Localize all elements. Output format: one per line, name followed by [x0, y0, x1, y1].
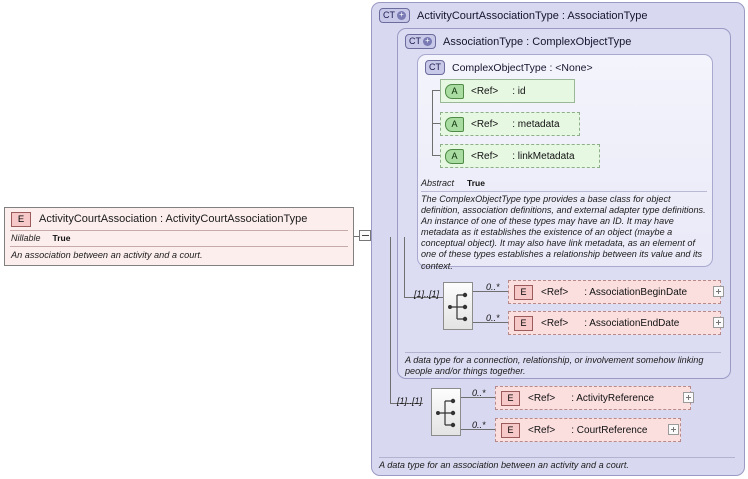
- sequence1-trunk: [404, 237, 405, 298]
- element-nillable-value: True: [52, 233, 71, 243]
- sequence2-lead: [390, 403, 423, 404]
- attribute-badge-icon: A: [445, 148, 464, 164]
- element-title: ActivityCourtAssociation : ActivityCourt…: [39, 213, 308, 225]
- attribute-branch-3: [432, 155, 441, 156]
- sequence-glyph: [448, 292, 468, 322]
- attribute-tree-trunk: [432, 90, 433, 155]
- expand-plus-icon[interactable]: +: [423, 37, 432, 46]
- element-ref-name: : ActivityReference: [571, 392, 655, 404]
- element-ref-label: <Ref>: [528, 424, 556, 436]
- element-ref-name: : AssociationBeginDate: [584, 286, 688, 298]
- collapse-toggle-button[interactable]: [359, 230, 371, 241]
- abstract-divider: [421, 191, 707, 192]
- attribute-badge-icon: A: [445, 83, 464, 99]
- outer-panel-doc-divider: [379, 457, 735, 458]
- sequence-glyph: [436, 398, 456, 428]
- attribute-row[interactable]: A <Ref> : id: [440, 79, 575, 103]
- attribute-row[interactable]: A <Ref> : linkMetadata: [440, 144, 600, 168]
- sequence1-branch-1: [473, 291, 508, 292]
- expand-element-button[interactable]: [713, 286, 724, 297]
- element-ref-label: <Ref>: [528, 392, 556, 404]
- sequence2-occurrence: [1]..[1]: [397, 396, 423, 406]
- middle-panel-doc-divider: [405, 352, 721, 353]
- middle-panel-title: AssociationType : ComplexObjectType: [443, 35, 632, 48]
- element-ref-name: : CourtReference: [571, 424, 648, 436]
- complex-type-badge-icon[interactable]: CT: [425, 60, 445, 75]
- sequence-compositor-icon[interactable]: [443, 282, 473, 330]
- inner-panel-documentation: The ComplexObjectType type provides a ba…: [421, 194, 706, 271]
- sequence2-branch-2: [461, 429, 495, 430]
- connector-element-to-toggle: [354, 236, 359, 237]
- outer-panel-header: CT + ActivityCourtAssociationType : Asso…: [372, 3, 744, 23]
- cardinality-label: 0..*: [472, 420, 486, 430]
- element-ref-row[interactable]: E <Ref> : AssociationBeginDate: [508, 280, 721, 304]
- attribute-ref-label: <Ref>: [471, 150, 499, 162]
- ct-badge-label: CT: [429, 62, 441, 72]
- element-badge-icon: E: [514, 315, 533, 331]
- attribute-badge-icon: A: [445, 116, 464, 132]
- element-ref-label: <Ref>: [541, 317, 569, 329]
- element-nillable-label: Nillable: [11, 233, 41, 243]
- element-divider-top: [10, 230, 348, 231]
- element-divider-bottom: [10, 246, 348, 247]
- inner-panel-abstract-block: Abstract True The ComplexObjectType type…: [421, 178, 707, 272]
- attribute-name: : linkMetadata: [512, 150, 575, 162]
- attribute-branch-2: [432, 123, 441, 124]
- element-ref-label: <Ref>: [541, 286, 569, 298]
- inner-panel-title: ComplexObjectType : <None>: [452, 61, 593, 74]
- expand-element-button[interactable]: [683, 392, 694, 403]
- inner-panel-header: CT ComplexObjectType : <None>: [418, 55, 712, 75]
- abstract-label: Abstract: [421, 178, 455, 188]
- attribute-name: : id: [512, 85, 526, 97]
- attribute-ref-label: <Ref>: [471, 85, 499, 97]
- middle-panel-documentation: A data type for a connection, relationsh…: [405, 355, 704, 377]
- sequence2-branch-1: [461, 397, 495, 398]
- attribute-name: : metadata: [512, 118, 560, 130]
- element-ref-row[interactable]: E <Ref> : ActivityReference: [495, 386, 691, 410]
- element-ref-row[interactable]: E <Ref> : AssociationEndDate: [508, 311, 721, 335]
- middle-panel-header: CT + AssociationType : ComplexObjectType: [398, 29, 730, 49]
- sequence1-branch-2: [473, 322, 508, 323]
- element-header: E ActivityCourtAssociation : ActivityCou…: [5, 208, 353, 230]
- element-badge-icon: E: [11, 211, 31, 227]
- element-badge-icon: E: [501, 390, 520, 406]
- element-badge-icon: E: [514, 284, 533, 300]
- element-ref-row[interactable]: E <Ref> : CourtReference: [495, 418, 681, 442]
- ct-badge-label: CT: [409, 36, 421, 46]
- element-nillable-property: Nillable True: [5, 231, 353, 246]
- element-ref-name: : AssociationEndDate: [584, 317, 680, 329]
- outer-panel-documentation: A data type for an association between a…: [379, 460, 629, 470]
- complex-type-badge-icon[interactable]: CT +: [379, 8, 410, 23]
- sequence-compositor-icon[interactable]: [431, 388, 461, 436]
- cardinality-label: 0..*: [472, 388, 486, 398]
- expand-element-button[interactable]: [668, 424, 679, 435]
- abstract-property: Abstract True: [421, 178, 707, 190]
- ct-badge-label: CT: [383, 10, 395, 20]
- complex-type-badge-icon[interactable]: CT +: [405, 34, 436, 49]
- expand-element-button[interactable]: [713, 317, 724, 328]
- attribute-ref-label: <Ref>: [471, 118, 499, 130]
- attribute-row[interactable]: A <Ref> : metadata: [440, 112, 580, 136]
- sequence2-trunk: [390, 237, 391, 404]
- sequence1-lead: [404, 297, 443, 298]
- element-badge-icon: E: [501, 422, 520, 438]
- element-activity-court-association[interactable]: E ActivityCourtAssociation : ActivityCou…: [4, 207, 354, 266]
- attribute-branch-1: [432, 90, 441, 91]
- cardinality-label: 0..*: [486, 313, 500, 323]
- cardinality-label: 0..*: [486, 282, 500, 292]
- abstract-value: True: [467, 178, 485, 188]
- outer-panel-title: ActivityCourtAssociationType : Associati…: [417, 9, 648, 22]
- element-documentation: An association between an activity and a…: [11, 250, 203, 260]
- sequence1-occurrence: [1]..[1]: [414, 289, 440, 299]
- expand-plus-icon[interactable]: +: [397, 11, 406, 20]
